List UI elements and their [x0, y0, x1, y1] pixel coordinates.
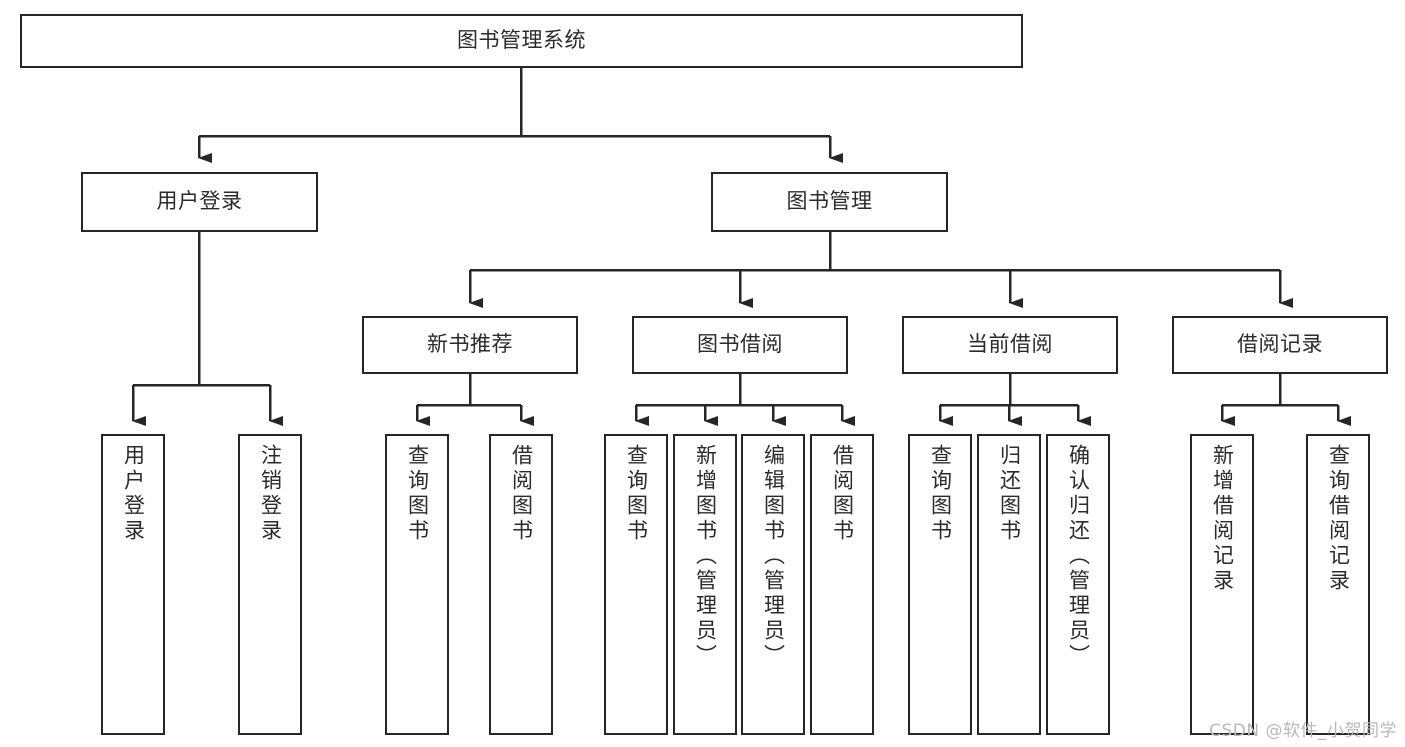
- leaf-record-query-label: 查询借阅记录: [1326, 444, 1351, 594]
- leaf-record-add[interactable]: 新增借阅记录: [1190, 434, 1254, 735]
- leaf-current-confirm-return[interactable]: 确认归还（管理员）: [1046, 434, 1110, 735]
- leaf-record-add-label: 新增借阅记录: [1210, 444, 1235, 594]
- node-borrow-record-label: 借阅记录: [1237, 332, 1323, 357]
- leaf-current-confirm-return-label: 确认归还（管理员）: [1066, 444, 1091, 669]
- node-current-borrow-label: 当前借阅: [967, 332, 1053, 357]
- leaf-new-book-query-label: 查询图书: [405, 444, 430, 544]
- node-root[interactable]: 图书管理系统: [20, 14, 1023, 68]
- leaf-new-book-borrow-label: 借阅图书: [509, 444, 534, 544]
- leaf-borrow-edit-book[interactable]: 编辑图书（管理员）: [741, 434, 805, 735]
- leaf-user-login-login[interactable]: 用户登录: [101, 434, 165, 735]
- node-user-login[interactable]: 用户登录: [81, 172, 318, 232]
- leaf-user-login-login-label: 用户登录: [121, 444, 146, 544]
- leaf-current-query-book[interactable]: 查询图书: [908, 434, 972, 735]
- leaf-user-login-logout-label: 注销登录: [258, 444, 283, 544]
- leaf-new-book-query[interactable]: 查询图书: [385, 434, 449, 735]
- node-new-book-recommend-label: 新书推荐: [427, 332, 513, 357]
- leaf-current-query-book-label: 查询图书: [928, 444, 953, 544]
- leaf-borrow-borrow-book-label: 借阅图书: [830, 444, 855, 544]
- leaf-borrow-add-book[interactable]: 新增图书（管理员）: [673, 434, 737, 735]
- leaf-borrow-query-book-label: 查询图书: [624, 444, 649, 544]
- leaf-borrow-query-book[interactable]: 查询图书: [604, 434, 668, 735]
- node-new-book-recommend[interactable]: 新书推荐: [362, 316, 578, 374]
- leaf-record-query[interactable]: 查询借阅记录: [1306, 434, 1370, 735]
- node-user-login-label: 用户登录: [156, 189, 243, 214]
- node-book-borrow-label: 图书借阅: [697, 332, 783, 357]
- node-book-management-label: 图书管理: [786, 189, 873, 214]
- node-root-label: 图书管理系统: [457, 28, 586, 53]
- node-borrow-record[interactable]: 借阅记录: [1172, 316, 1388, 374]
- node-current-borrow[interactable]: 当前借阅: [902, 316, 1118, 374]
- leaf-borrow-edit-book-label: 编辑图书（管理员）: [761, 444, 786, 669]
- leaf-user-login-logout[interactable]: 注销登录: [238, 434, 302, 735]
- node-book-borrow[interactable]: 图书借阅: [632, 316, 848, 374]
- leaf-borrow-add-book-label: 新增图书（管理员）: [693, 444, 718, 669]
- leaf-borrow-borrow-book[interactable]: 借阅图书: [810, 434, 874, 735]
- leaf-current-return-book[interactable]: 归还图书: [977, 434, 1041, 735]
- node-book-management[interactable]: 图书管理: [711, 172, 948, 232]
- leaf-new-book-borrow[interactable]: 借阅图书: [489, 434, 553, 735]
- leaf-current-return-book-label: 归还图书: [997, 444, 1022, 544]
